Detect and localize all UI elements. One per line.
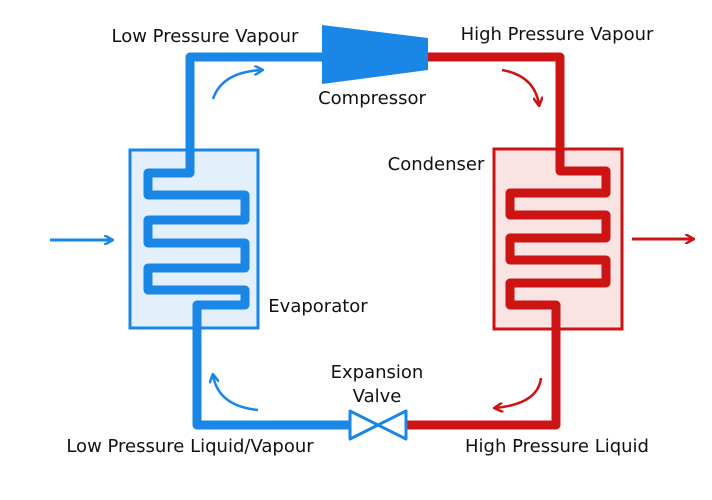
- high-pressure-pipe: [400, 52, 611, 430]
- compressor-shape: [322, 25, 428, 84]
- flow-arrow-icon: [213, 375, 259, 412]
- expansion-valve-icon: [348, 409, 408, 441]
- condenser-label: Condenser: [388, 154, 485, 175]
- high-pressure-liquid-label: High Pressure Liquid: [465, 436, 649, 457]
- low-pressure-liquid-vapour-label: Low Pressure Liquid/Vapour: [66, 436, 314, 457]
- low-pressure-vapour-label: Low Pressure Vapour: [112, 26, 300, 47]
- compressor-label: Compressor: [318, 88, 426, 109]
- expansion-valve-label: Expansion: [331, 362, 424, 383]
- flow-arrow-icon: [211, 70, 262, 100]
- flow-arrow-icon: [501, 68, 539, 105]
- flow-arrow-icon: [495, 377, 543, 408]
- low-pressure-pipe: [143, 52, 357, 430]
- high-pressure-vapour-label: High Pressure Vapour: [461, 24, 654, 45]
- evaporator-label: Evaporator: [268, 296, 368, 317]
- expansion-valve-label: Valve: [353, 386, 402, 407]
